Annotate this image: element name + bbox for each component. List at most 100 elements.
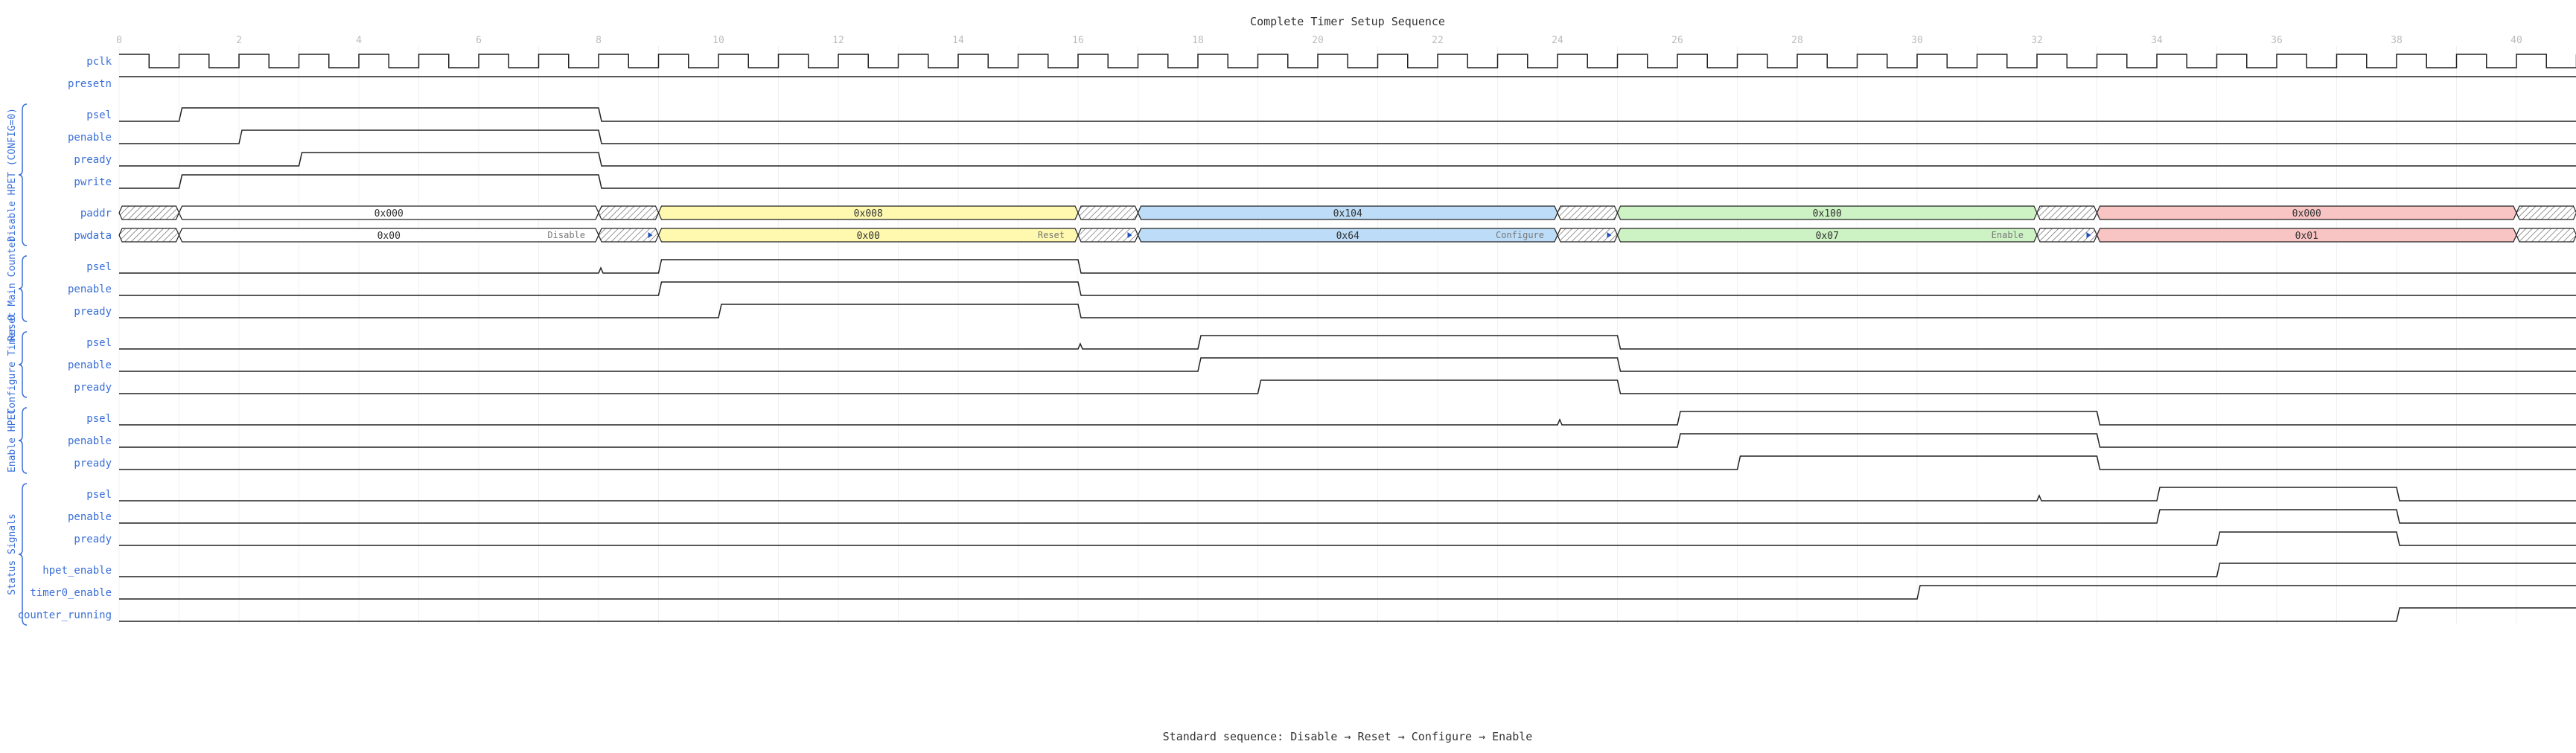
- arrow-icon: [648, 232, 653, 238]
- arrow-icon: [1607, 232, 1612, 238]
- signal-label-penable: penable: [68, 283, 112, 295]
- bus-annotation: Configure: [1496, 230, 1544, 240]
- signal-label-counter-running: counter_running: [18, 609, 112, 621]
- bus-undefined: [2516, 205, 2576, 220]
- bus-value: 0x000: [374, 208, 404, 220]
- arrow-icon: [1127, 232, 1132, 238]
- bus-value: 0x00: [857, 231, 880, 242]
- group-label: Reset Main Counter: [7, 236, 18, 341]
- signal-label-penable: penable: [68, 359, 112, 371]
- tick-label: 16: [1072, 35, 1084, 46]
- pready-waveform: [119, 304, 2576, 318]
- tick-label: 18: [1192, 35, 1204, 46]
- bus-segment: [598, 205, 660, 220]
- signal-label-hpet-enable: hpet_enable: [42, 565, 112, 577]
- penable-waveform: [119, 281, 2576, 296]
- signal-label-psel: psel: [86, 489, 112, 501]
- bus-value-box: [1616, 228, 2038, 243]
- bus-undefined: [118, 228, 180, 243]
- signal-label-psel: psel: [86, 261, 112, 273]
- tick-label: 40: [2510, 35, 2522, 46]
- group-brace: [18, 331, 28, 398]
- bus-undefined: [2036, 205, 2098, 220]
- bus-annotation: Enable: [1992, 230, 2024, 240]
- bus-value-box: [178, 205, 599, 220]
- bus-segment: 0x000: [2096, 205, 2517, 220]
- tick-label: 26: [1671, 35, 1683, 46]
- psel-waveform: [119, 487, 2576, 502]
- bus-value: 0x00: [377, 231, 401, 242]
- penable-waveform: [119, 129, 2576, 144]
- pready-waveform: [119, 531, 2576, 546]
- bus-segment: [1077, 205, 1139, 220]
- clock-waveform: [119, 54, 2576, 68]
- tick-label: 2: [236, 35, 242, 46]
- grid-lines: [118, 46, 2517, 624]
- pwrite-waveform: [119, 174, 2576, 189]
- bus-value: 0x104: [1333, 208, 1362, 220]
- tick-label: 24: [1552, 35, 1563, 46]
- signal-label-psel: psel: [86, 337, 112, 349]
- signal-label-pready: pready: [74, 154, 112, 166]
- signal-label-pready: pready: [74, 458, 112, 470]
- signal-label-pready: pready: [74, 382, 112, 394]
- bus-segment: [2516, 205, 2576, 220]
- signal-label-pready: pready: [74, 533, 112, 545]
- tick-label: 22: [1432, 35, 1444, 46]
- bus-segment: 0x64 Configure: [1137, 228, 1558, 243]
- bus-value-box: [2096, 228, 2517, 243]
- tick-label: 28: [1791, 35, 1803, 46]
- bus-undefined: [2516, 228, 2576, 243]
- bus-undefined: [1557, 228, 1619, 243]
- bus-value: 0x64: [1336, 231, 1359, 242]
- signal-label-pready: pready: [74, 306, 112, 318]
- timer0-enable-waveform: [119, 585, 2576, 600]
- arrow-icon: [2086, 232, 2091, 238]
- group-label: Status Signals: [7, 513, 18, 595]
- tick-label: 6: [476, 35, 482, 46]
- signal-label-psel: psel: [86, 413, 112, 425]
- group-braces: Disable HPET (CONFIG=0)Reset Main Counte…: [7, 103, 28, 626]
- bus-segment: [1077, 228, 1139, 243]
- bus-segment: [1557, 228, 1619, 243]
- bus-segment: 0x000: [178, 205, 599, 220]
- group-label: Enable HPET: [7, 408, 18, 472]
- bus-value: 0x000: [2292, 208, 2321, 220]
- tick-label: 20: [1312, 35, 1324, 46]
- bus-value-box: [1616, 205, 2038, 220]
- diagram-caption: Standard sequence: Disable → Reset → Con…: [1163, 730, 1533, 743]
- bus-segment: 0x01: [2096, 228, 2517, 243]
- signal-label-presetn: presetn: [68, 78, 112, 90]
- bus-value: 0x008: [854, 208, 883, 220]
- tick-label: 4: [356, 35, 362, 46]
- signal-label-timer0-enable: timer0_enable: [30, 587, 112, 599]
- bus-value: 0x01: [2295, 231, 2318, 242]
- tick-label: 38: [2391, 35, 2403, 46]
- tick-label: 12: [832, 35, 844, 46]
- tick-label: 32: [2031, 35, 2043, 46]
- bus-undefined: [598, 205, 660, 220]
- bus-segment: [118, 228, 180, 243]
- bus-segment: 0x008: [657, 205, 1079, 220]
- bus-segment: 0x00 Disable: [178, 228, 599, 243]
- psel-waveform: [119, 259, 2576, 274]
- bus-undefined: [2036, 228, 2098, 243]
- pready-waveform: [119, 379, 2576, 394]
- bus-undefined: [1077, 205, 1139, 220]
- signal-label-paddr: paddr: [80, 208, 112, 220]
- bus-segment: [2036, 228, 2098, 243]
- tick-label: 34: [2151, 35, 2163, 46]
- counter-running-waveform: [119, 607, 2576, 622]
- psel-waveform: [119, 411, 2576, 426]
- group-brace: [18, 103, 28, 246]
- signal-label-penable: penable: [68, 132, 112, 144]
- psel-waveform: [119, 107, 2576, 122]
- bus-value: 0x100: [1813, 208, 1842, 220]
- bus-value-box: [178, 228, 599, 243]
- bus-annotation: Disable: [547, 230, 585, 240]
- bus-undefined: [1557, 205, 1619, 220]
- bus-undefined: [1077, 228, 1139, 243]
- tick-label: 0: [116, 35, 122, 46]
